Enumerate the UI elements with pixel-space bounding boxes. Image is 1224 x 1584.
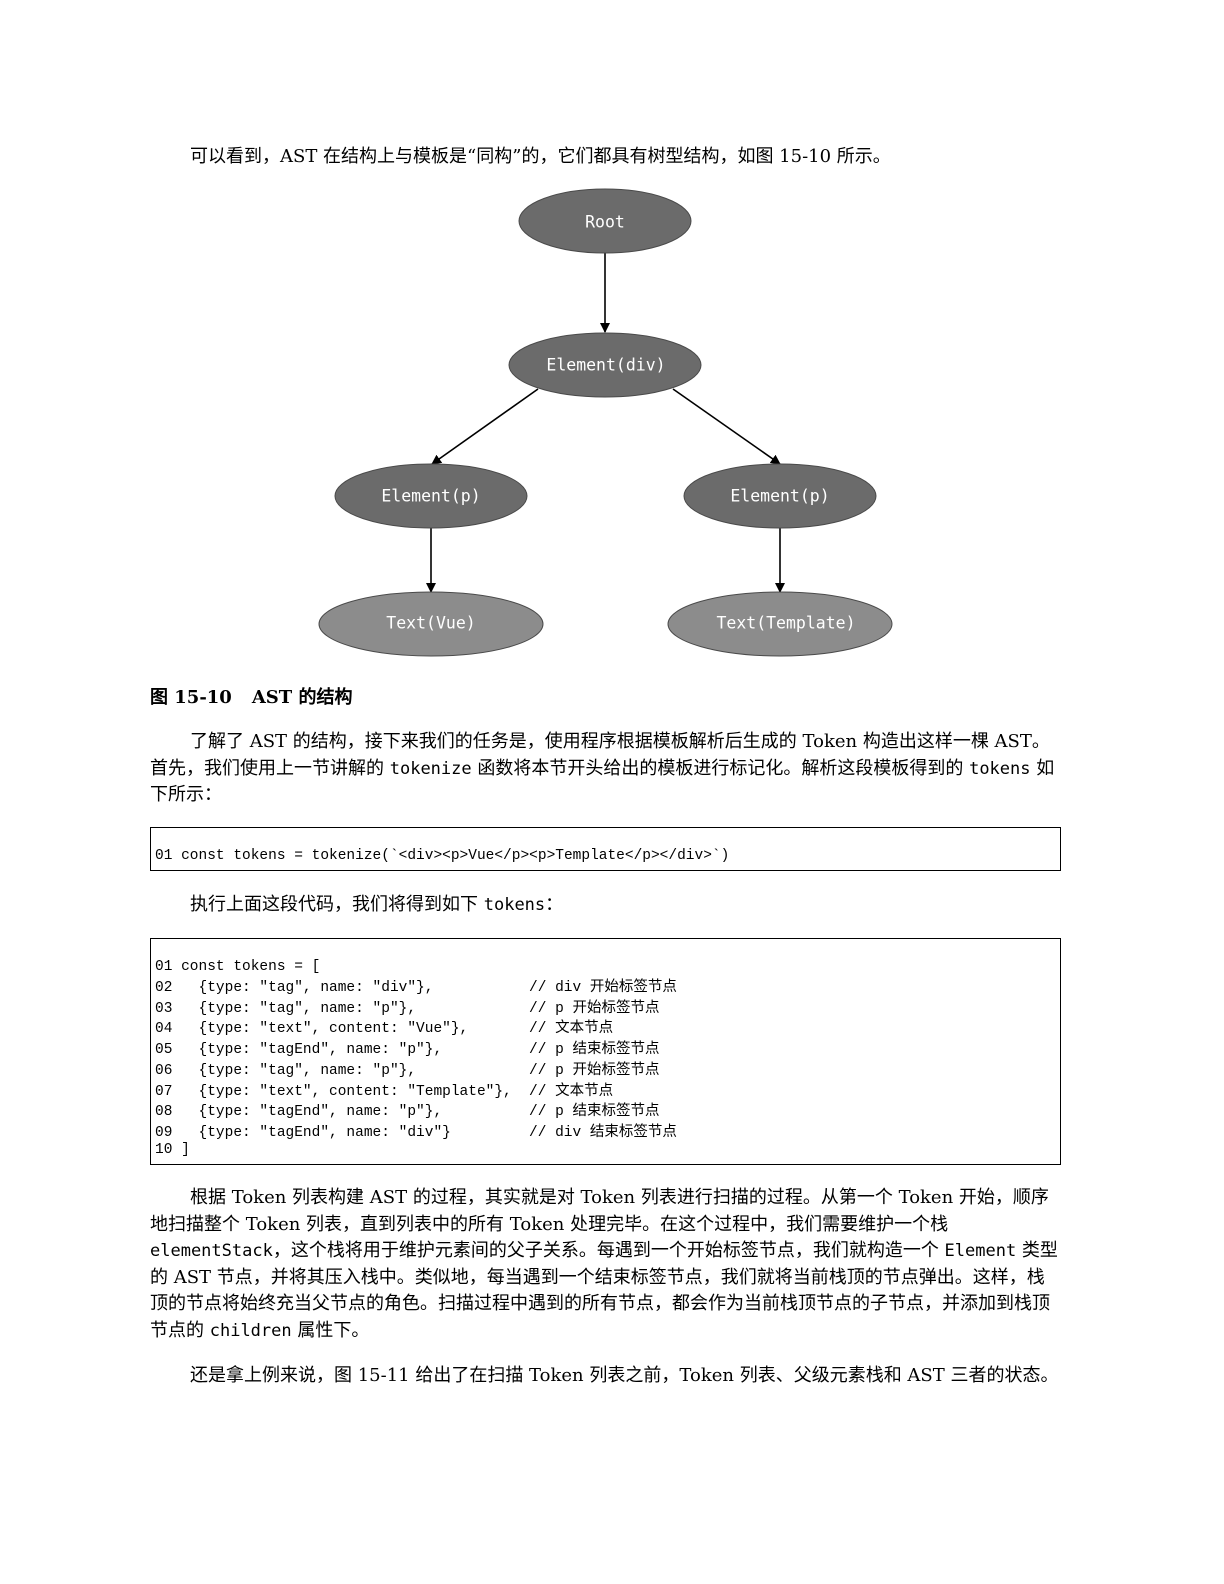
code-block-tokenize-call: 01 const tokens = tokenize(`<div><p>Vue<… bbox=[150, 827, 1061, 871]
figure-caption: 图 15-10 AST 的结构 bbox=[150, 683, 352, 709]
node-element-div: Element(div) bbox=[508, 332, 702, 398]
edge-div-p-right bbox=[672, 388, 781, 465]
inline-code-tokenize: tokenize bbox=[389, 758, 472, 779]
node-text-template-label: Text(Template) bbox=[716, 614, 855, 633]
paragraph-text: 如下所示： bbox=[150, 757, 1055, 806]
node-text-vue-label: Text(Vue) bbox=[386, 614, 475, 633]
node-element-div-label: Element(div) bbox=[546, 356, 665, 375]
inline-code-elementstack: elementStack bbox=[150, 1241, 273, 1261]
code-comment: // p 开始标签节点 bbox=[529, 1063, 660, 1079]
inline-code-element: Element bbox=[944, 1241, 1017, 1261]
code-line: 07 {type: "text", content: "Template"}, bbox=[155, 1084, 512, 1100]
paragraph-run-code: 执行上面这段代码，我们将得到如下 tokens： bbox=[150, 892, 1062, 919]
code-block-tokens-array: 01 const tokens = [ 02 {type: "tag", nam… bbox=[150, 938, 1061, 1165]
code-line: 10 ] bbox=[155, 1142, 190, 1158]
paragraph-text: 根据 Token 列表构建 AST 的过程，其实就是对 Token 列表进行扫描… bbox=[150, 1187, 1049, 1235]
paragraph-text: 类型的 AST 节点，并将其压入栈中。类似地，每当遇到一个结束标签节点，我们就将… bbox=[150, 1240, 1058, 1341]
code-comment: // 文本节点 bbox=[529, 1021, 614, 1037]
inline-code-tokens: tokens bbox=[969, 758, 1031, 779]
node-element-p-right: Element(p) bbox=[683, 463, 877, 529]
code-line: 08 {type: "tagEnd", name: "p"}, bbox=[155, 1104, 443, 1120]
paragraph-text: 了解了 AST 的结构，接下来我们的任务是，使用程序根据模板解析后生成的 Tok… bbox=[150, 731, 1050, 779]
node-element-p-right-label: Element(p) bbox=[730, 487, 829, 506]
code-comment: // 文本节点 bbox=[529, 1084, 614, 1100]
figure-caption-title: AST 的结构 bbox=[251, 687, 353, 708]
node-root-label: Root bbox=[585, 213, 625, 232]
paragraph-text: 执行上面这段代码，我们将得到如下 bbox=[190, 894, 484, 915]
code-line: 01 const tokens = tokenize(`<div><p>Vue<… bbox=[155, 848, 730, 864]
inline-code-tokens: tokens bbox=[483, 895, 546, 915]
code-comment: // p 结束标签节点 bbox=[529, 1042, 660, 1058]
paragraph-build-ast: 根据 Token 列表构建 AST 的过程，其实就是对 Token 列表进行扫描… bbox=[150, 1185, 1062, 1344]
node-text-vue: Text(Vue) bbox=[318, 591, 544, 657]
node-element-p-left: Element(p) bbox=[334, 463, 528, 529]
code-line: 01 const tokens = [ bbox=[155, 959, 321, 975]
code-line: 09 {type: "tagEnd", name: "div"} bbox=[155, 1125, 451, 1141]
figure-caption-label: 图 15-10 bbox=[150, 687, 232, 708]
paragraph-text: 属性下。 bbox=[291, 1319, 370, 1341]
code-line: 04 {type: "text", content: "Vue"}, bbox=[155, 1021, 469, 1037]
code-line: 03 {type: "tag", name: "p"}, bbox=[155, 1001, 417, 1017]
node-text-template: Text(Template) bbox=[667, 591, 893, 657]
paragraph-text: ，这个栈将用于维护元素间的父子关系。每遇到一个开始标签节点，我们就构造一个 bbox=[272, 1240, 945, 1261]
code-line: 05 {type: "tagEnd", name: "p"}, bbox=[155, 1042, 443, 1058]
ast-tree-figure: Root Element(div) Element(p) Element(p) … bbox=[318, 188, 893, 657]
code-comment: // div 结束标签节点 bbox=[529, 1125, 677, 1141]
inline-code-children: children bbox=[209, 1320, 292, 1341]
paragraph-text: ： bbox=[545, 894, 564, 915]
edge-div-p-left bbox=[431, 388, 539, 465]
code-comment: // p 开始标签节点 bbox=[529, 1001, 660, 1017]
paragraph-example: 还是拿上例来说，图 15-11 给出了在扫描 Token 列表之前，Token … bbox=[190, 1365, 1059, 1386]
code-line: 06 {type: "tag", name: "p"}, bbox=[155, 1063, 417, 1079]
paragraph-ast-intro: 了解了 AST 的结构，接下来我们的任务是，使用程序根据模板解析后生成的 Tok… bbox=[150, 729, 1062, 809]
code-comment: // p 结束标签节点 bbox=[529, 1104, 660, 1120]
node-root: Root bbox=[518, 188, 692, 254]
paragraph-text: 函数将本节开头给出的模板进行标记化。解析这段模板得到的 bbox=[471, 757, 970, 779]
code-line: 02 {type: "tag", name: "div"}, bbox=[155, 980, 434, 996]
node-element-p-left-label: Element(p) bbox=[381, 487, 480, 506]
intro-paragraph: 可以看到，AST 在结构上与模板是“同构”的，它们都具有树型结构，如图 15-1… bbox=[190, 146, 891, 167]
code-comment: // div 开始标签节点 bbox=[529, 980, 677, 996]
